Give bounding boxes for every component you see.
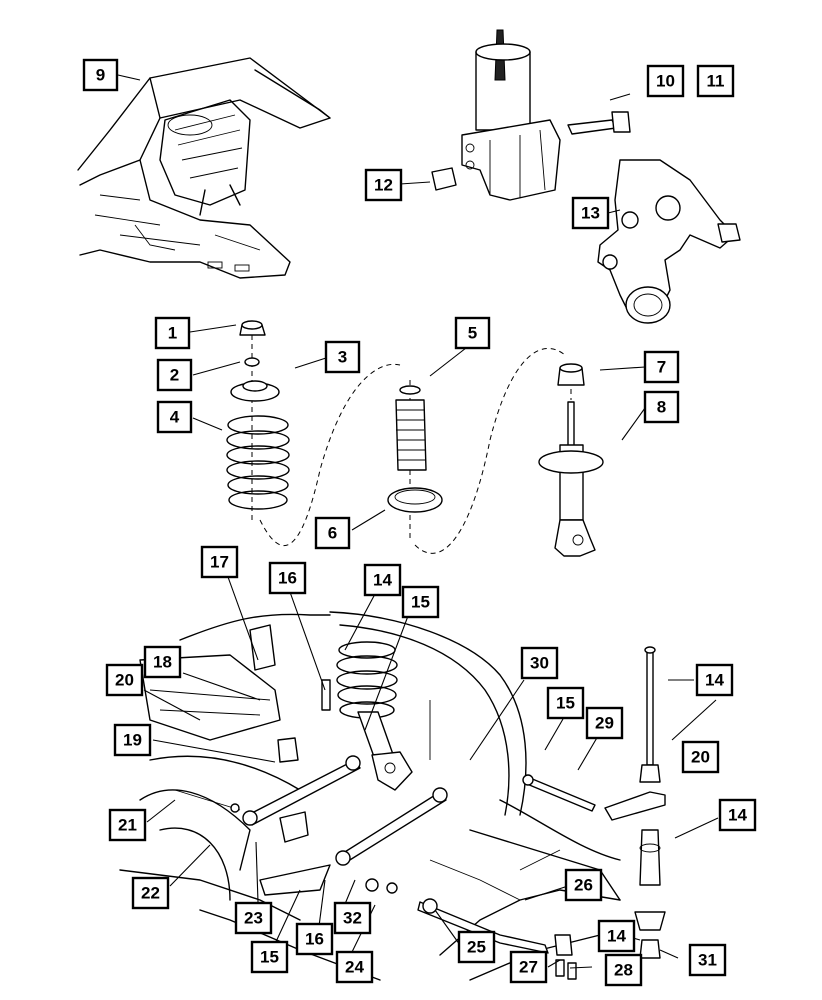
callout-22: 22	[131, 876, 170, 910]
svg-text:30: 30	[530, 654, 549, 673]
svg-text:16: 16	[278, 569, 297, 588]
svg-text:22: 22	[141, 884, 160, 903]
svg-text:32: 32	[343, 909, 362, 928]
callout-15: 15	[401, 585, 440, 619]
svg-text:2: 2	[170, 366, 179, 385]
callout-25: 25	[457, 930, 496, 964]
callout-18: 18	[143, 645, 182, 679]
callout-30: 30	[520, 646, 559, 680]
callout-5: 5	[454, 316, 491, 350]
callout-1: 1	[154, 316, 191, 350]
callout-9: 9	[82, 58, 119, 92]
coil-spring	[226, 415, 290, 510]
callout-layer: 9 10 11 12 13 1 2 3 4 5 6 7 8 17 16 14 1…	[82, 58, 757, 987]
svg-text:4: 4	[170, 408, 180, 427]
svg-text:14: 14	[373, 571, 392, 590]
svg-text:10: 10	[656, 72, 675, 91]
callout-23: 23	[234, 901, 273, 935]
svg-text:20: 20	[691, 748, 710, 767]
callout-24: 24	[335, 950, 374, 984]
svg-text:17: 17	[210, 553, 229, 572]
svg-text:14: 14	[607, 927, 626, 946]
svg-text:13: 13	[581, 204, 600, 223]
callout-14: 14	[718, 798, 757, 832]
svg-text:28: 28	[614, 961, 633, 980]
callout-12: 12	[364, 168, 403, 202]
callout-3: 3	[324, 340, 361, 374]
svg-text:19: 19	[123, 731, 142, 750]
callout-16: 16	[268, 561, 307, 595]
svg-text:3: 3	[338, 348, 347, 367]
svg-text:29: 29	[595, 714, 614, 733]
callout-20: 20	[105, 663, 144, 697]
callout-15: 15	[250, 940, 289, 974]
svg-text:5: 5	[468, 324, 477, 343]
callout-15: 15	[546, 686, 585, 720]
callout-13: 13	[571, 196, 610, 230]
strut-components-illustration	[226, 320, 604, 557]
callout-4: 4	[156, 400, 193, 434]
svg-text:6: 6	[328, 524, 337, 543]
strut-knuckle-illustration	[431, 29, 741, 324]
svg-text:1: 1	[168, 324, 177, 343]
svg-text:25: 25	[467, 938, 486, 957]
callout-16: 16	[295, 922, 334, 956]
stabilizer-link-illustration	[604, 646, 666, 959]
svg-text:24: 24	[345, 958, 364, 977]
svg-text:8: 8	[657, 398, 666, 417]
callout-21: 21	[108, 808, 147, 842]
callout-29: 29	[585, 706, 624, 740]
callout-6: 6	[314, 516, 351, 550]
svg-text:14: 14	[705, 671, 724, 690]
svg-text:16: 16	[305, 930, 324, 949]
svg-text:21: 21	[118, 816, 137, 835]
callout-14: 14	[363, 563, 402, 597]
callout-7: 7	[643, 350, 680, 384]
callout-31: 31	[688, 943, 727, 977]
callout-11: 11	[696, 64, 735, 98]
svg-text:31: 31	[698, 951, 717, 970]
strut-assembly	[538, 401, 604, 557]
body-panel-illustration	[77, 57, 331, 279]
svg-text:7: 7	[657, 358, 666, 377]
svg-text:27: 27	[519, 958, 538, 977]
svg-text:26: 26	[574, 876, 593, 895]
callout-10: 10	[646, 64, 685, 98]
callout-27: 27	[509, 950, 548, 984]
callout-17: 17	[200, 545, 239, 579]
svg-text:15: 15	[411, 593, 430, 612]
svg-text:15: 15	[556, 694, 575, 713]
callout-26: 26	[564, 868, 603, 902]
callout-8: 8	[643, 390, 680, 424]
svg-text:23: 23	[244, 909, 263, 928]
rear-suspension-illustration	[119, 611, 621, 981]
callout-20: 20	[681, 740, 720, 774]
installed-strut	[336, 641, 413, 791]
callout-32: 32	[333, 901, 372, 935]
svg-text:20: 20	[115, 671, 134, 690]
callout-14: 14	[695, 663, 734, 697]
callout-2: 2	[156, 358, 193, 392]
svg-text:11: 11	[707, 72, 725, 91]
svg-text:14: 14	[728, 806, 747, 825]
svg-text:9: 9	[96, 66, 105, 85]
callout-14: 14	[597, 919, 636, 953]
svg-text:15: 15	[260, 948, 279, 967]
leader-lines	[117, 74, 719, 969]
svg-text:18: 18	[153, 653, 172, 672]
callout-28: 28	[604, 953, 643, 987]
callout-19: 19	[113, 723, 152, 757]
svg-text:12: 12	[374, 176, 393, 195]
